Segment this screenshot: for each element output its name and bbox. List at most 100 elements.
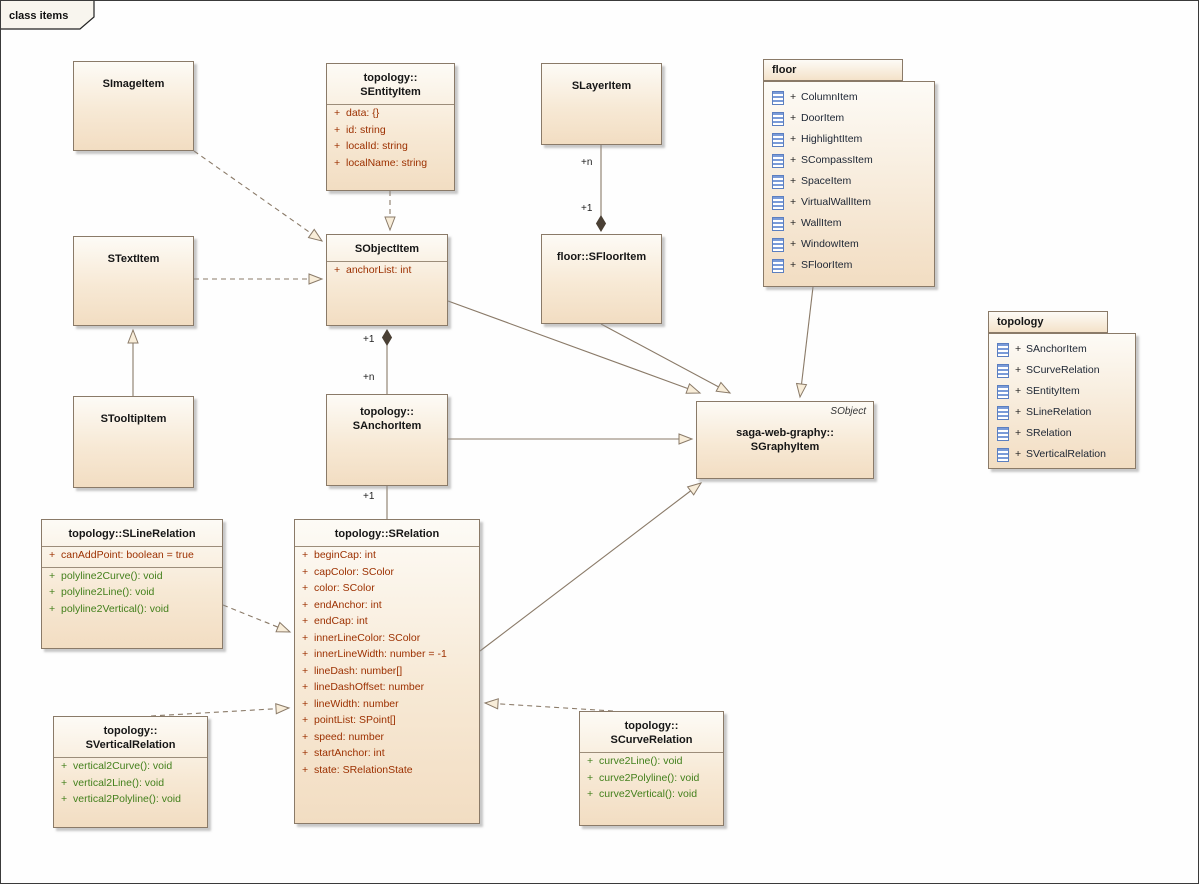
attribute-text: color: SColor <box>314 582 375 594</box>
class-sentityitem[interactable]: topology:: SEntityItem +data: {} +id: st… <box>326 63 455 191</box>
visibility: + <box>302 681 309 693</box>
class-icon <box>772 132 784 147</box>
class-stextitem[interactable]: STextItem <box>73 236 194 326</box>
class-name: SLayerItem <box>571 80 632 92</box>
frame-tab-shape <box>1 1 95 30</box>
class-sobjectitem[interactable]: SObjectItem +anchorList: int <box>326 234 448 326</box>
package-item[interactable]: +VirtualWallItem <box>764 192 934 213</box>
realization-scurverelation-to-srelation[interactable] <box>483 698 614 712</box>
method-text: polyline2Vertical(): void <box>61 602 169 615</box>
package-item[interactable]: + SLineRelation <box>989 402 1135 423</box>
package-item-label: SLineRelation <box>1026 406 1092 418</box>
package-item[interactable]: +SVerticalRelation <box>989 444 1135 465</box>
package-body: +SAnchorItem +SCurveRelation +SEntityIte… <box>988 333 1136 469</box>
package-name: floor <box>772 64 797 76</box>
class-icon <box>997 342 1009 357</box>
visibility: + <box>302 631 309 644</box>
attribute-text: id: string <box>346 123 386 136</box>
visibility: + <box>1015 406 1022 418</box>
package-item[interactable]: +SCurveRelation <box>989 360 1135 381</box>
visibility: + <box>334 123 341 136</box>
package-item[interactable]: +ColumnItem <box>764 87 934 108</box>
visibility: + <box>302 648 309 660</box>
package-item[interactable]: +WindowItem <box>764 234 934 255</box>
method-row: +polyline2Vertical(): void <box>42 602 222 619</box>
class-slinerelation[interactable]: topology::SLineRelation +canAddPoint: bo… <box>41 519 223 649</box>
class-name: SObjectItem <box>354 243 420 255</box>
package-topology[interactable]: topology +SAnchorItem +SCurveRelation +S… <box>988 311 1139 471</box>
package-item-label: SRelation <box>1026 427 1072 439</box>
class-icon <box>997 426 1009 441</box>
attribute-row: +capColor: SColor <box>295 565 479 582</box>
class-name-qualifier: topology:: <box>360 406 414 418</box>
package-item[interactable]: +WallItem <box>764 213 934 234</box>
package-item[interactable]: +SEntityItem <box>989 381 1135 402</box>
package-item[interactable]: +SCompassItem <box>764 150 934 171</box>
class-scurverelation[interactable]: topology:: SCurveRelation +curve2Line():… <box>579 711 724 826</box>
class-sflooritem[interactable]: floor::SFloorItem <box>541 234 662 324</box>
visibility: + <box>61 793 68 805</box>
class-srelation[interactable]: topology::SRelation + beginCap: int +capC… <box>294 519 480 824</box>
visibility: + <box>790 259 797 271</box>
generalization-srelation-to-sgraphyitem[interactable] <box>479 482 703 652</box>
compartment-divider <box>295 546 479 547</box>
class-title: STextItem <box>74 237 193 269</box>
generalization-sflooritem-to-sgraphyitem[interactable] <box>600 323 732 394</box>
method-text: curve2Vertical(): void <box>599 788 698 800</box>
multiplicity-label: +1 <box>581 203 593 214</box>
package-item[interactable]: +SRelation <box>989 423 1135 444</box>
package-item-label: ColumnItem <box>801 91 858 103</box>
visibility: + <box>334 156 341 169</box>
attribute-text: lineDash: number[] <box>314 664 403 677</box>
class-icon <box>772 258 784 273</box>
package-item[interactable]: +HighlightItem <box>764 129 934 150</box>
generalization-floor-package-to-sgraphyitem[interactable] <box>795 286 814 399</box>
package-item[interactable]: +SAnchorItem <box>989 339 1135 360</box>
attribute-text: pointList: SPoint[] <box>314 714 396 726</box>
realization-simageitem-to-sobjectitem[interactable] <box>193 150 324 242</box>
visibility: + <box>790 112 797 124</box>
attribute-text: state: SRelationState <box>314 763 413 776</box>
package-item[interactable]: +DoorItem <box>764 108 934 129</box>
class-title: STooltipItem <box>74 397 193 429</box>
package-floor[interactable]: floor +ColumnItem +DoorItem +HighlightIt… <box>763 59 938 289</box>
method-text: vertical2Polyline(): void <box>73 793 181 805</box>
attribute-text: endAnchor: int <box>314 598 382 611</box>
package-item[interactable]: +SFloorItem <box>764 255 934 276</box>
class-name-qualifier: topology:: <box>363 72 418 84</box>
attribute-text: localId: string <box>346 140 408 152</box>
attribute-row: +color: SColor <box>295 581 479 598</box>
class-name: SCurveRelation <box>610 734 693 746</box>
visibility: + <box>587 788 594 800</box>
visibility: + <box>1015 448 1022 460</box>
class-sgraphyitem[interactable]: SObject saga-web-graphy:: SGraphyItem <box>696 401 874 479</box>
class-sanchoritem[interactable]: topology:: SAnchorItem <box>326 394 448 486</box>
attribute-row: +startAnchor: int <box>295 746 479 763</box>
realization-sverticalrelation-to-srelation[interactable] <box>150 703 291 717</box>
visibility: + <box>49 586 56 598</box>
method-text: vertical2Curve(): void <box>73 760 173 772</box>
realization-slinerelation-to-srelation[interactable] <box>222 604 292 633</box>
method-row: +vertical2Curve(): void <box>54 759 207 776</box>
diagram-title: class items <box>9 10 68 22</box>
class-name: floor::SFloorItem <box>556 251 647 263</box>
attribute-row: +lineDash: number[] <box>295 664 479 681</box>
class-title: topology:: SVerticalRelation <box>54 717 207 755</box>
attribute-text: startAnchor: int <box>314 747 385 759</box>
package-item[interactable]: +SpaceItem <box>764 171 934 192</box>
attribute-row: +innerLineColor: SColor <box>295 631 479 648</box>
class-title: saga-web-graphy:: SGraphyItem <box>697 402 873 457</box>
visibility: + <box>1015 343 1022 355</box>
class-sverticalrelation[interactable]: topology:: SVerticalRelation +vertical2C… <box>53 716 208 828</box>
method-text: vertical2Line(): void <box>73 776 165 789</box>
package-item-label: HighlightItem <box>801 133 863 145</box>
class-stooltipitem[interactable]: STooltipItem <box>73 396 194 488</box>
class-slayeritem[interactable]: SLayerItem <box>541 63 662 145</box>
generalization-sobjectitem-to-sgraphyitem[interactable] <box>447 300 702 394</box>
package-item-label: WindowItem <box>801 238 859 250</box>
attribute-text: beginCap: int <box>314 549 376 561</box>
class-name: topology::SRelation <box>334 528 440 540</box>
visibility: + <box>790 217 797 229</box>
class-simageitem[interactable]: SImageItem <box>73 61 194 151</box>
